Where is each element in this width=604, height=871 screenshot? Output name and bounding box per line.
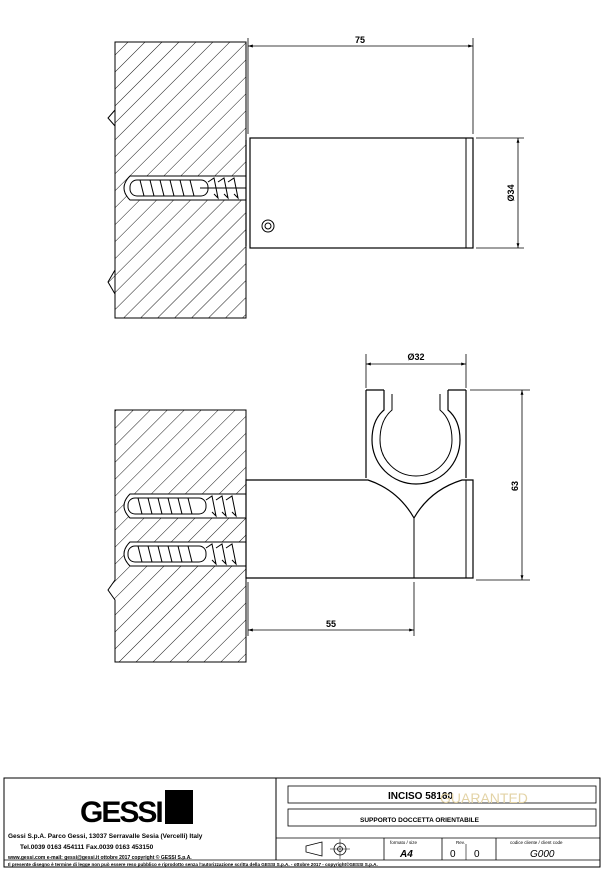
format-label: formato / size (390, 840, 418, 845)
watermark: GUARANTED (440, 790, 528, 806)
top-view: 75 Ø34 (107, 35, 524, 319)
product-name: SUPPORTO DOCCETTA ORIENTABILE (360, 817, 480, 824)
wall-break-top (107, 42, 116, 318)
dim-depth-55: 55 (326, 619, 336, 629)
brand-logo-text: GESSI (80, 796, 162, 829)
dim-diameter-32: Ø32 (407, 352, 424, 362)
rev-value-1: 0 (450, 849, 456, 860)
shower-clip (366, 390, 466, 478)
set-screw (261, 219, 275, 233)
projection-symbol-icon (305, 839, 350, 859)
side-view: Ø32 63 55 (107, 352, 530, 663)
dim-height-63: 63 (510, 481, 520, 491)
screw-anchor-lower (127, 543, 237, 566)
dim-diameter-34: Ø34 (506, 184, 516, 201)
company-line: Gessi S.p.A. Parco Gessi, 13037 Serraval… (8, 833, 203, 840)
rev-value-2: 0 (474, 849, 480, 860)
web-line: www.gessi.com e-mail: gessi@gessi.it ott… (7, 854, 192, 861)
footer-note: Il presente disegno è termine di legge n… (8, 861, 378, 867)
dim-length-75: 75 (355, 35, 365, 45)
rev-label: Rev. (456, 840, 465, 845)
title-block: GESSI Gessi S.p.A. Parco Gessi, 13037 Se… (3, 777, 601, 868)
screw-anchor-upper (127, 495, 237, 518)
cylinder-body-top (249, 137, 474, 249)
contact-line: Tel.0039 0163 454111 Fax.0039 0163 45315… (20, 844, 154, 851)
client-code-label: codice cliente / client code (510, 840, 563, 845)
format-value: A4 (399, 849, 413, 860)
product-code: INCISO 58160 (388, 791, 453, 802)
gessi-logo: GESSI (80, 790, 193, 829)
client-code-value: G000 (530, 849, 555, 860)
wall-section-side (107, 409, 247, 663)
holder-body-side (245, 479, 474, 579)
screw-anchor-top (129, 177, 246, 200)
